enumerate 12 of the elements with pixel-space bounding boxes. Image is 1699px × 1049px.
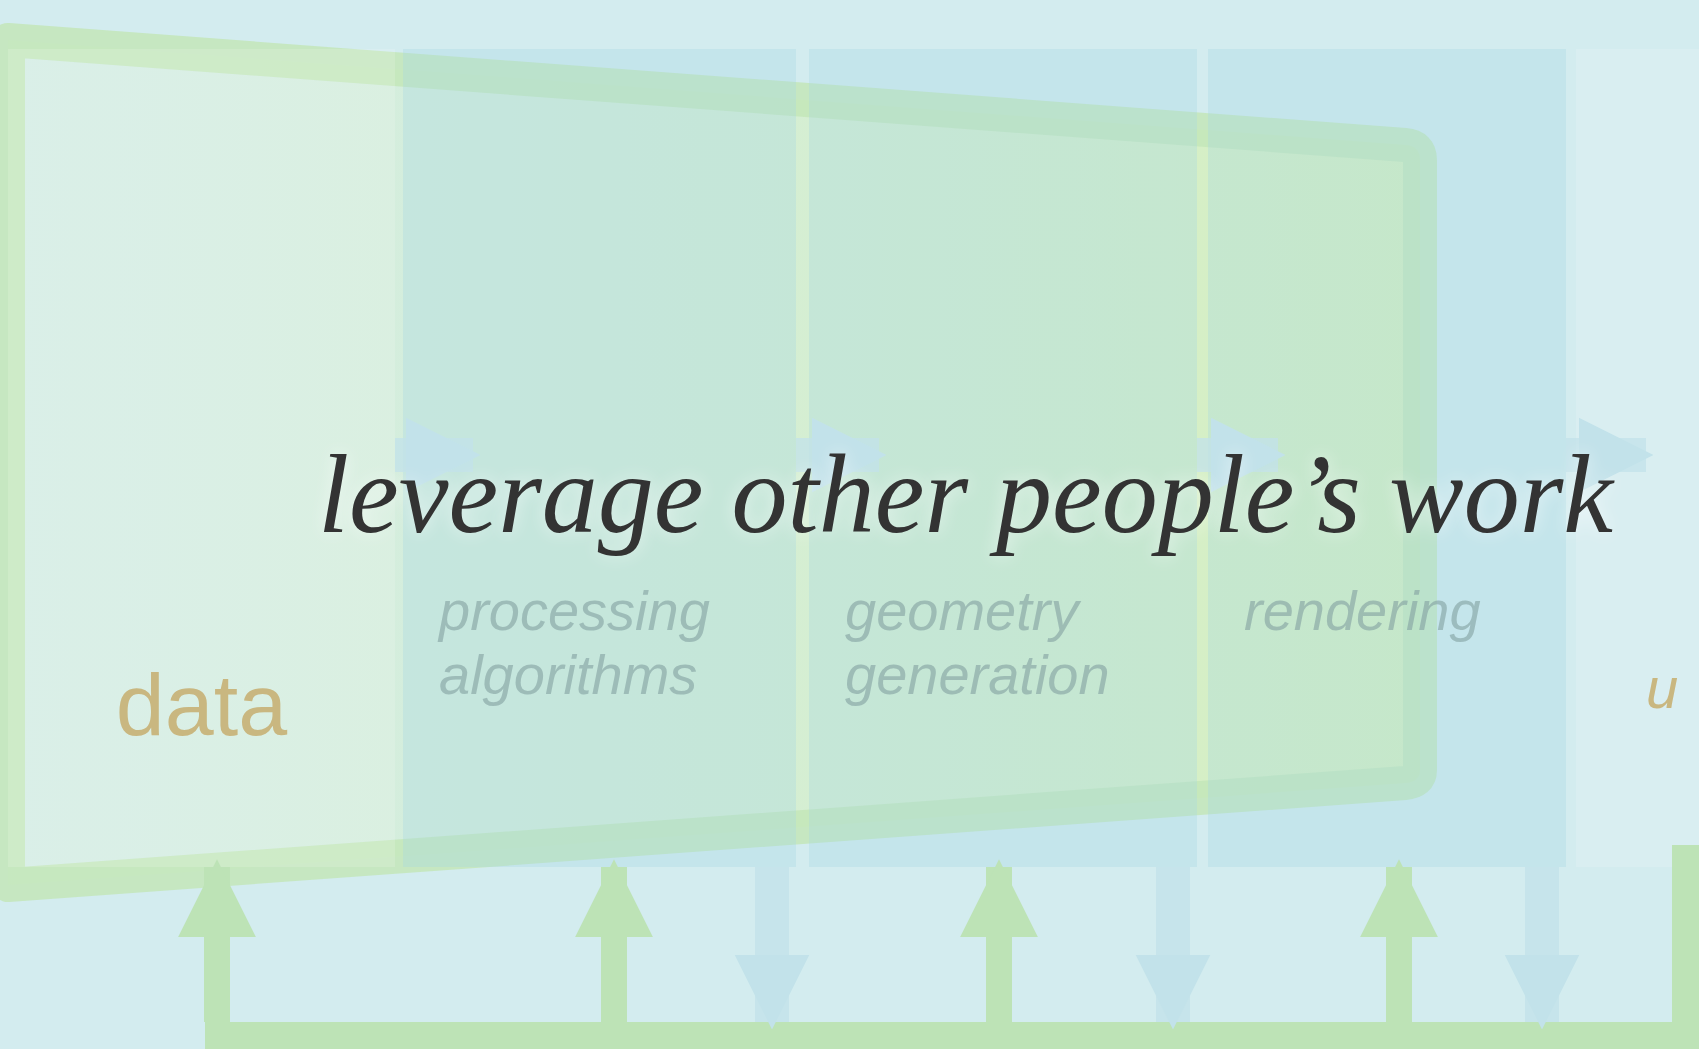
arrow xyxy=(960,859,1038,1022)
arrow xyxy=(1135,867,1211,1030)
bus-bar xyxy=(1672,845,1699,1049)
arrow xyxy=(1504,867,1580,1030)
bus-bar xyxy=(205,1022,1672,1049)
arrow xyxy=(178,859,256,1022)
endpoint-label: data xyxy=(115,654,288,756)
endpoint-label: u xyxy=(1646,654,1679,721)
arrow xyxy=(575,859,653,1022)
overlay-heading: leverage other people’s work xyxy=(318,431,1613,558)
arrow xyxy=(734,867,810,1030)
arrow xyxy=(1360,859,1438,1022)
